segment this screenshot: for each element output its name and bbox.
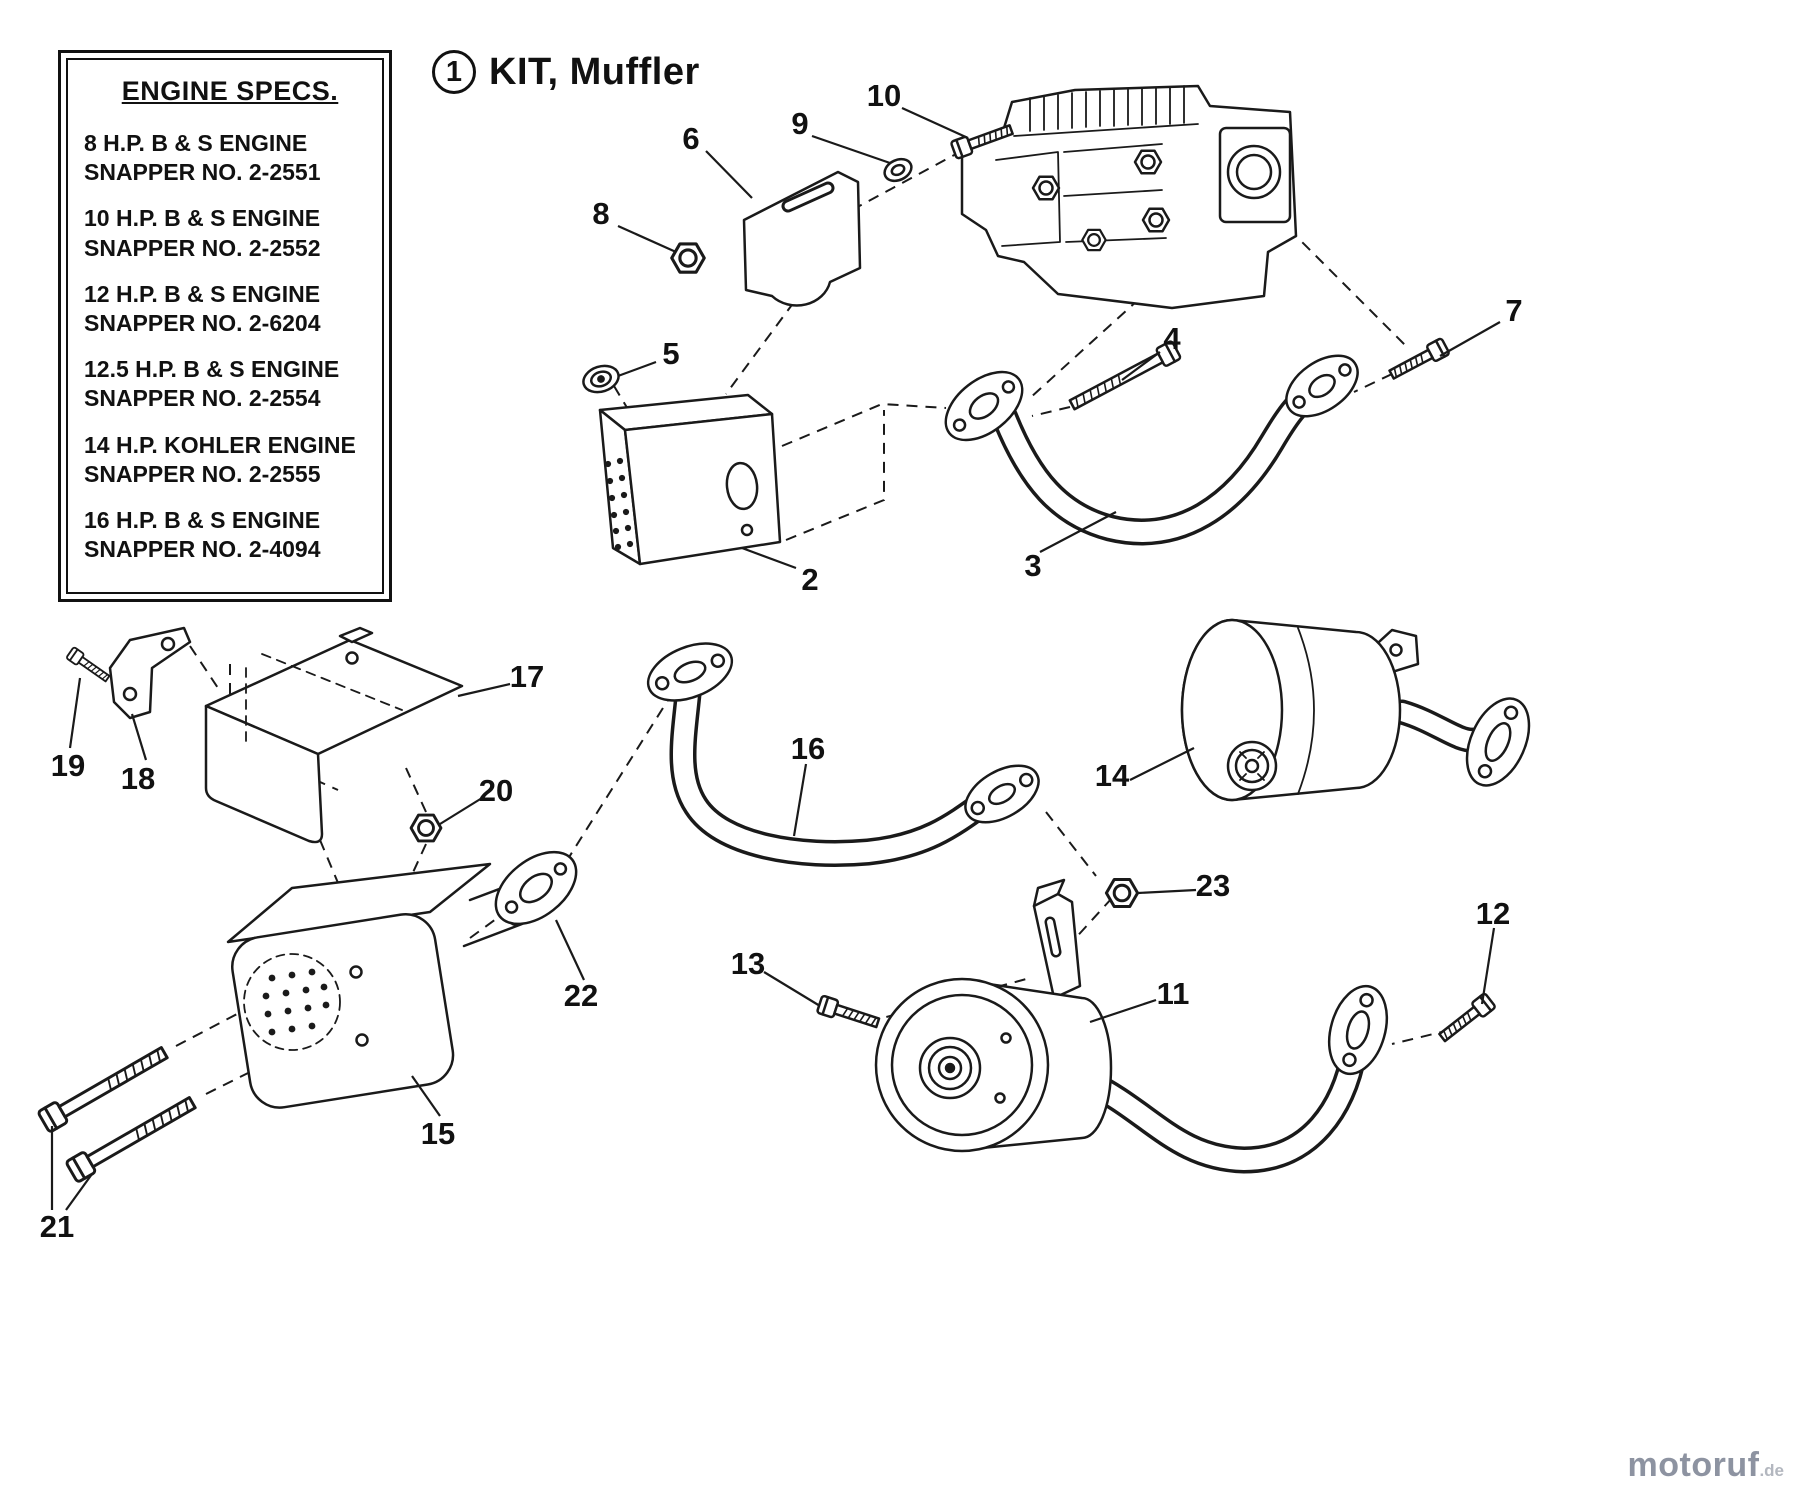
muffler14-flange bbox=[1465, 697, 1531, 787]
engine-block bbox=[960, 84, 1298, 310]
kit-title-label: KIT, Muffler bbox=[489, 50, 700, 93]
watermark: motoruf.de bbox=[1628, 1446, 1784, 1485]
muffler-part15 bbox=[226, 862, 536, 1109]
pipe3-inlet-flange bbox=[944, 370, 1024, 442]
engine-bolt-icon bbox=[1081, 228, 1107, 252]
muffler-part14 bbox=[1180, 618, 1531, 802]
bracket-part6 bbox=[742, 170, 862, 307]
screw-part19 bbox=[65, 645, 113, 686]
engine-specs-title: ENGINE SPECS. bbox=[121, 76, 339, 106]
exhaust-pipe-part16 bbox=[646, 642, 1040, 867]
bracket-part18 bbox=[108, 626, 192, 720]
engine-bolt-icon bbox=[1133, 149, 1163, 175]
gasket-part22 bbox=[494, 850, 578, 926]
pipe16-inlet-flange bbox=[646, 642, 734, 702]
watermark-tld: .de bbox=[1759, 1461, 1784, 1480]
watermark-brand: motoruf bbox=[1627, 1446, 1760, 1484]
engine-bolt-icon bbox=[1141, 207, 1171, 233]
engine-bolt-icon bbox=[1031, 175, 1061, 201]
nut-part8 bbox=[670, 242, 706, 274]
bolt-part7 bbox=[1386, 336, 1451, 384]
heat-shield-part17 bbox=[204, 626, 464, 844]
pipe16-outlet-flange bbox=[964, 764, 1040, 824]
label-leader-lines bbox=[50, 106, 1501, 1211]
pipe3-outlet-flange bbox=[1285, 354, 1359, 418]
nut-part5 bbox=[582, 364, 620, 394]
bolt-part13 bbox=[815, 994, 882, 1033]
nut-part20 bbox=[409, 813, 443, 843]
bolt-part12 bbox=[1435, 991, 1498, 1046]
muffler-part2 bbox=[598, 393, 782, 566]
nut-part23 bbox=[1104, 877, 1140, 909]
kit-number-badge: 1 bbox=[432, 50, 476, 94]
muffler-part11 bbox=[874, 878, 1389, 1174]
kit-title: 1 KIT, Muffler bbox=[432, 50, 700, 94]
muffler11-flange bbox=[1327, 984, 1389, 1076]
exhaust-pipe-part3 bbox=[944, 354, 1359, 546]
washer-part9 bbox=[883, 157, 913, 183]
